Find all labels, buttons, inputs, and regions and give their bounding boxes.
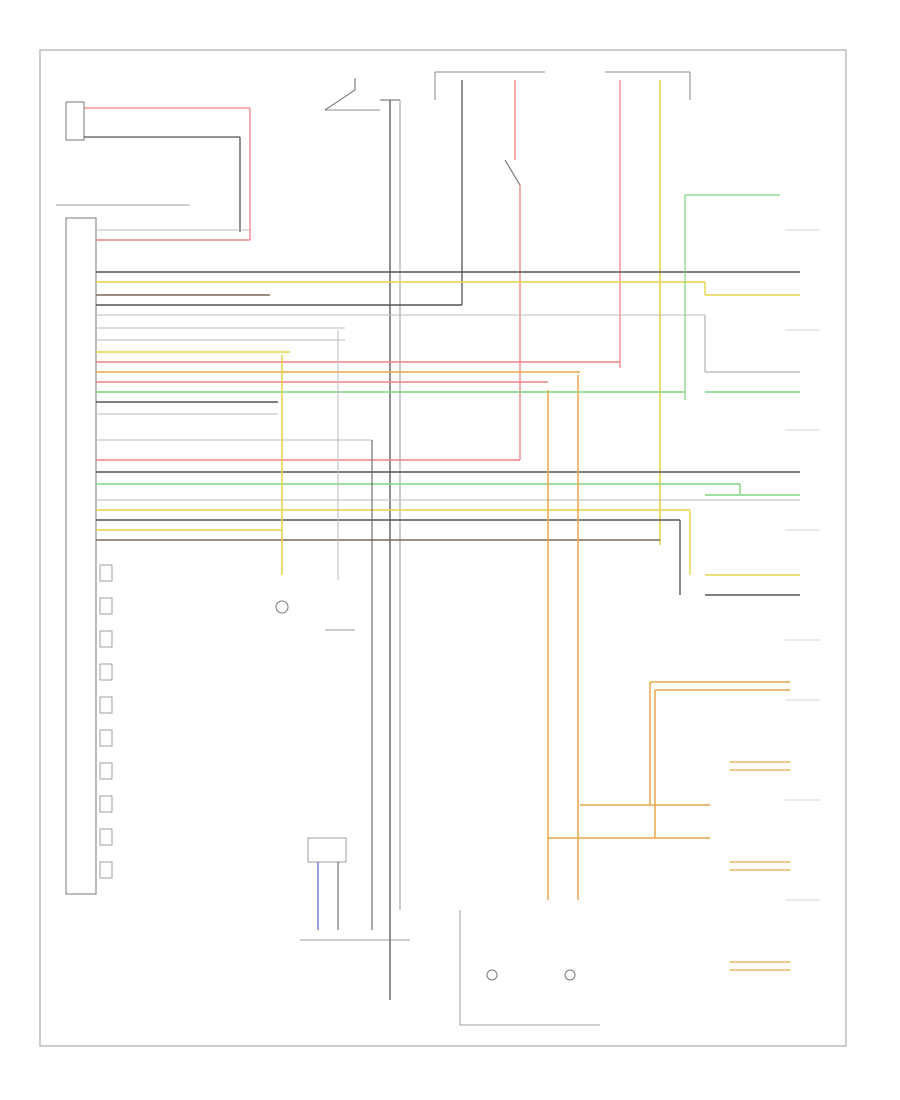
module-subblock [99,564,113,582]
relay-component [325,330,355,631]
ignition-switch [324,78,401,1000]
steering-switch [300,440,410,941]
instrument-cluster [459,375,600,1026]
module-subblock [99,861,113,879]
brake-switch [504,140,521,460]
lamp-component [275,355,289,614]
module-subblock [99,630,113,648]
green-signal-wire [684,194,780,400]
top-left-component [65,101,251,240]
module-subblock [99,663,113,681]
module-subblock [99,729,113,747]
wire-bus [96,229,800,596]
module-subblock [99,762,113,780]
module-subblock [99,597,113,615]
module-subcomponents [99,564,113,879]
diagram-frame [39,49,847,1047]
right-connectors [785,229,820,901]
module-subblock [99,828,113,846]
fuse-box-right [605,71,691,545]
module-subblock [99,696,113,714]
module-subblock [99,795,113,813]
control-module [56,204,190,895]
fuse-box-middle [434,71,545,305]
lower-right-wiring [548,681,790,971]
